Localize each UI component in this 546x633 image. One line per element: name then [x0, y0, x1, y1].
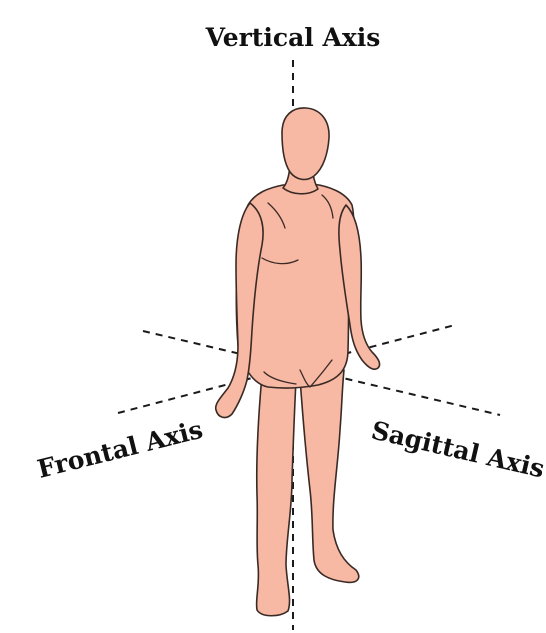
- left-leg: [257, 375, 296, 616]
- right-leg: [300, 370, 359, 582]
- human-figure: [216, 108, 380, 616]
- vertical-axis-label: Vertical Axis: [205, 23, 381, 52]
- sagittal-axis-label: Sagittal Axis: [369, 416, 546, 484]
- head: [282, 108, 329, 180]
- frontal-axis-label: Frontal Axis: [34, 415, 205, 484]
